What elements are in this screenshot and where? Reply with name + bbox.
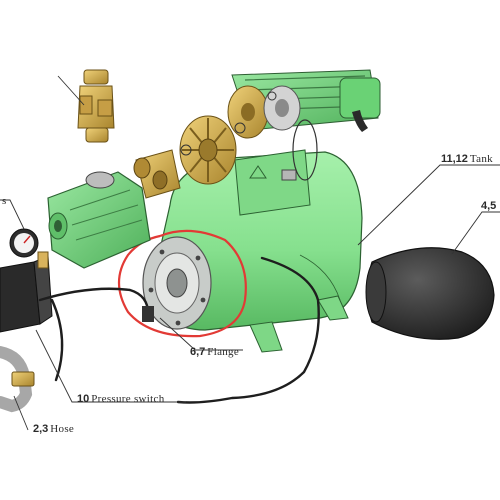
flange-highlight-circle <box>117 229 247 338</box>
pressure-switch-label-text: Pressure switch <box>91 393 165 405</box>
pressure-gauge-icon <box>9 228 39 258</box>
gauge-label-text: s <box>2 195 7 207</box>
pump-head <box>47 171 151 269</box>
callout-lines <box>0 75 500 431</box>
cables <box>38 256 320 404</box>
cable-clip <box>142 306 154 322</box>
gauge-label: s <box>0 192 7 208</box>
hose-label-text: Hose <box>50 423 75 435</box>
hose <box>0 346 35 413</box>
hose-label-number: 2,3 <box>33 423 49 435</box>
flange-label-number: 6,7 <box>190 346 206 358</box>
bladder-label: 4,5 <box>481 197 498 213</box>
pressure-switch-icon <box>0 251 53 333</box>
bladder-icon <box>365 247 495 340</box>
flange-label-text: Flange <box>207 346 240 358</box>
flange <box>142 236 212 330</box>
impeller-icon <box>179 85 318 185</box>
tank-label-number: 11,12 <box>441 153 468 165</box>
bladder-label-number: 4,5 <box>481 200 497 212</box>
pressure-switch-label-number: 10 <box>77 393 90 405</box>
fitting-icon <box>133 144 192 199</box>
tank-label-text: Tank <box>469 153 493 165</box>
valve-icon <box>77 69 115 143</box>
